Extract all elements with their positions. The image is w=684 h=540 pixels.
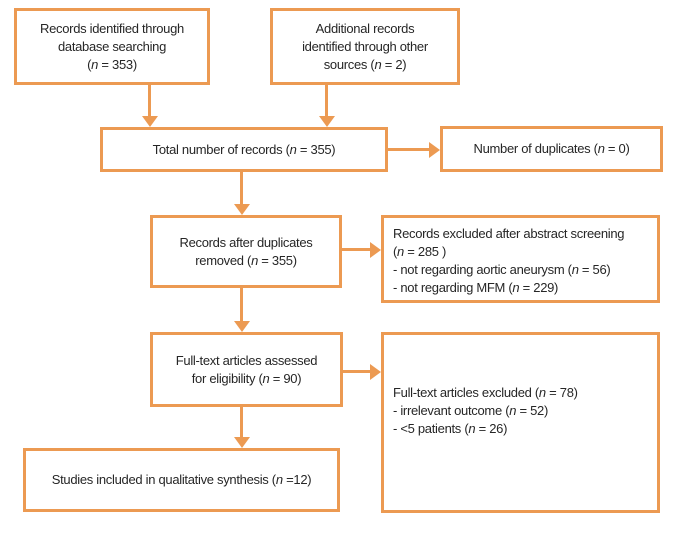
text-line: removed (n = 355) — [195, 252, 297, 268]
box-number-of-duplicates: Number of duplicates (n = 0) — [440, 126, 663, 172]
arrow-down-after-duplicates-to-fulltext-icon — [233, 288, 250, 332]
box-studies-included-qualitative-synthesis: Studies included in qualitative synthesi… — [23, 448, 340, 512]
text-line: Full-text articles excluded (n = 78) — [393, 384, 578, 400]
text-line: Records identified through — [40, 20, 184, 36]
box-records-identified-database: Records identified through database searc… — [14, 8, 210, 85]
box-fulltext-articles-assessed: Full-text articles assessed for eligibili… — [150, 332, 343, 407]
text-line: database searching — [57, 38, 167, 54]
text-line: (n = 353) — [87, 56, 137, 72]
text-line: identified through other — [302, 38, 428, 54]
text-line: Records after duplicates — [179, 234, 313, 250]
box-records-excluded-abstract-screening: Records excluded after abstract screenin… — [381, 215, 660, 303]
arrow-right-total-to-duplicates-icon — [388, 141, 440, 158]
text-line: Total number of records (n = 355) — [152, 141, 336, 157]
text-line: - not regarding MFM (n = 229) — [393, 280, 559, 295]
box-fulltext-articles-excluded: Full-text articles excluded (n = 78) - ir… — [381, 332, 660, 513]
text-line: for eligibility (n = 90) — [191, 370, 302, 386]
text-line: Full-text articles assessed — [175, 352, 318, 368]
box-total-number-of-records: Total number of records (n = 355) — [100, 127, 388, 172]
arrow-down-additional-to-total-icon — [318, 85, 335, 127]
arrow-down-total-to-after-duplicates-icon — [233, 172, 250, 215]
box-records-after-duplicates-removed: Records after duplicates removed (n = 355… — [150, 215, 342, 288]
arrow-down-records-to-total-icon — [141, 85, 158, 127]
text-line: Number of duplicates (n = 0) — [473, 141, 630, 156]
arrow-down-fulltext-to-included-icon — [233, 407, 250, 448]
arrow-right-after-duplicates-to-excluded-icon — [342, 241, 381, 258]
text-line: Records excluded after abstract screenin… — [393, 226, 625, 241]
text-line: sources (n = 2) — [323, 56, 407, 72]
text-line: - not regarding aortic aneurysm (n = 56) — [393, 262, 611, 277]
text-line: - <5 patients (n = 26) — [393, 420, 508, 436]
text-line: (n = 285 ) — [393, 244, 447, 259]
arrow-right-fulltext-to-excluded-icon — [343, 363, 381, 380]
text-line: Additional records — [315, 20, 415, 36]
text-line: Studies included in qualitative synthesi… — [51, 472, 312, 487]
box-additional-records-other-sources: Additional records identified through oth… — [270, 8, 460, 85]
text-line: - irrelevant outcome (n = 52) — [393, 402, 548, 418]
